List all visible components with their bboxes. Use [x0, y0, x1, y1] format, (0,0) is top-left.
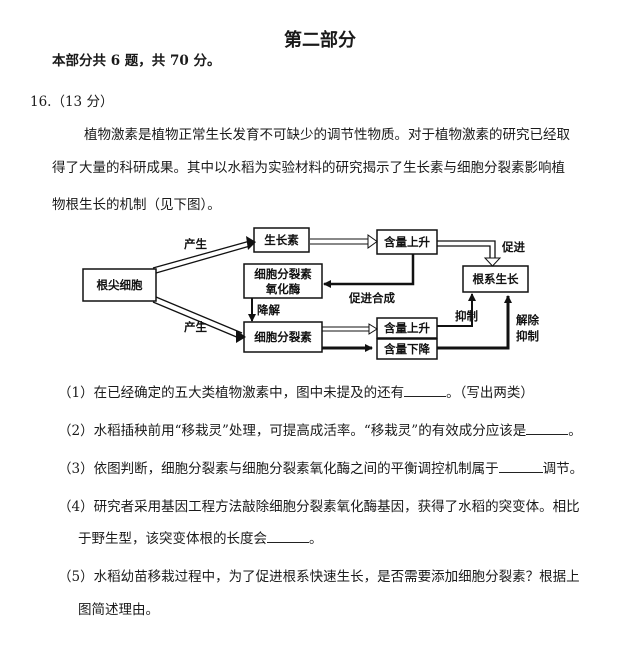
node-root-cells-label: 根尖细胞 — [97, 278, 143, 292]
arrow-produce-cytokinin — [152, 296, 246, 343]
label-relieve-1: 解除 — [516, 313, 539, 327]
intro-line-1: 植物激素是植物正常生长发育不可缺少的调节性物质。对于植物激素的研究已经取 — [84, 127, 570, 143]
intro-line-2: 得了大量的科研成果。其中以水稻为实验材料的研究揭示了生长素与细胞分裂素影响植 — [52, 160, 565, 176]
arrow-produce-auxin — [152, 236, 256, 274]
node-content-down: 含量下降 — [376, 338, 438, 360]
q3-answer-blank[interactable] — [498, 460, 543, 473]
arrow-promote — [437, 240, 502, 267]
subquestion-5-line-1: （5）水稻幼苗移栽过程中，为了促进根系快速生长，是否需要添加细胞分裂素？根据上 — [58, 569, 580, 585]
arrow-relieve-inhibit — [437, 295, 512, 350]
q2-text-before: （2）水稻插秧前用“移栽灵”处理，可提高成活率。“移栽灵”的有效成分应该是 — [58, 423, 527, 439]
q2-answer-blank[interactable] — [526, 422, 569, 435]
node-cytokinin-label: 细胞分裂素 — [254, 330, 312, 344]
q4-text-before: 于野生型，该突变体根的长度会 — [78, 531, 267, 547]
label-promote-synthesis: 促进合成 — [348, 291, 395, 305]
arrow-cytokinin-to-up — [322, 323, 378, 335]
arrow-promote-synthesis — [323, 254, 415, 288]
node-content-up-top-label: 含量上升 — [383, 235, 430, 249]
section-subtitle: 本部分共 6 题，共 70 分。 — [52, 53, 221, 69]
node-cytokinin: 细胞分裂素 — [243, 321, 323, 353]
intro-line-3: 物根生长的机制（见下图）。 — [52, 197, 221, 213]
subquestion-4-line-2: 于野生型，该突变体根的长度会 。 — [78, 527, 323, 547]
label-inhibit: 抑制 — [455, 309, 478, 323]
q3-text-before: （3）依图判断，细胞分裂素与细胞分裂素氧化酶之间的平衡调控机制属于 — [58, 461, 499, 477]
q2-text-after: 。 — [568, 423, 582, 439]
question-number: 16.（13 分） — [30, 94, 114, 110]
q4-answer-blank[interactable] — [267, 530, 309, 543]
label-degrade: 降解 — [257, 303, 280, 317]
node-oxidase-label-2: 氧化酶 — [265, 282, 301, 296]
label-promote: 促进 — [501, 240, 525, 254]
node-root-growth: 根系生长 — [462, 265, 529, 293]
label-relieve-2: 抑制 — [516, 329, 539, 343]
q3-text-after: 调节。 — [542, 461, 584, 477]
node-content-down-label: 含量下降 — [383, 342, 430, 356]
q1-text-after: 。（写出两类） — [446, 385, 534, 401]
arrow-inhibit — [437, 293, 476, 327]
node-root-growth-label: 根系生长 — [473, 272, 519, 286]
node-auxin-label: 生长素 — [264, 233, 299, 247]
q4-text-after: 。 — [309, 531, 323, 547]
q1-text-before: （1）在已经确定的五大类植物激素中，图中未提及的还有 — [58, 385, 405, 401]
node-content-up-bottom-label: 含量上升 — [383, 321, 430, 335]
node-content-up-bottom: 含量上升 — [376, 317, 438, 339]
node-root-cells: 根尖细胞 — [82, 268, 157, 302]
subquestion-3: （3）依图判断，细胞分裂素与细胞分裂素氧化酶之间的平衡调控机制属于 调节。 — [58, 457, 583, 477]
node-oxidase: 细胞分裂素 氧化酶 — [243, 263, 323, 299]
arrow-auxin-to-content — [310, 234, 378, 249]
q1-answer-blank[interactable] — [404, 384, 447, 397]
subquestion-5-line-2: 图简述理由。 — [78, 602, 159, 618]
node-auxin: 生长素 — [253, 227, 310, 253]
node-oxidase-label-1: 细胞分裂素 — [254, 267, 312, 281]
subquestion-1: （1）在已经确定的五大类植物激素中，图中未提及的还有 。（写出两类） — [58, 381, 534, 401]
label-produce-top: 产生 — [184, 237, 207, 251]
label-produce-bottom: 产生 — [184, 320, 207, 334]
subquestion-2: （2）水稻插秧前用“移栽灵”处理，可提高成活率。“移栽灵”的有效成分应该是 。 — [58, 419, 582, 439]
section-title: 第二部分 — [284, 30, 356, 51]
subquestion-4-line-1: （4）研究者采用基因工程方法敲除细胞分裂素氧化酶基因，获得了水稻的突变体。相比 — [58, 499, 580, 515]
node-content-up-top: 含量上升 — [376, 229, 438, 255]
